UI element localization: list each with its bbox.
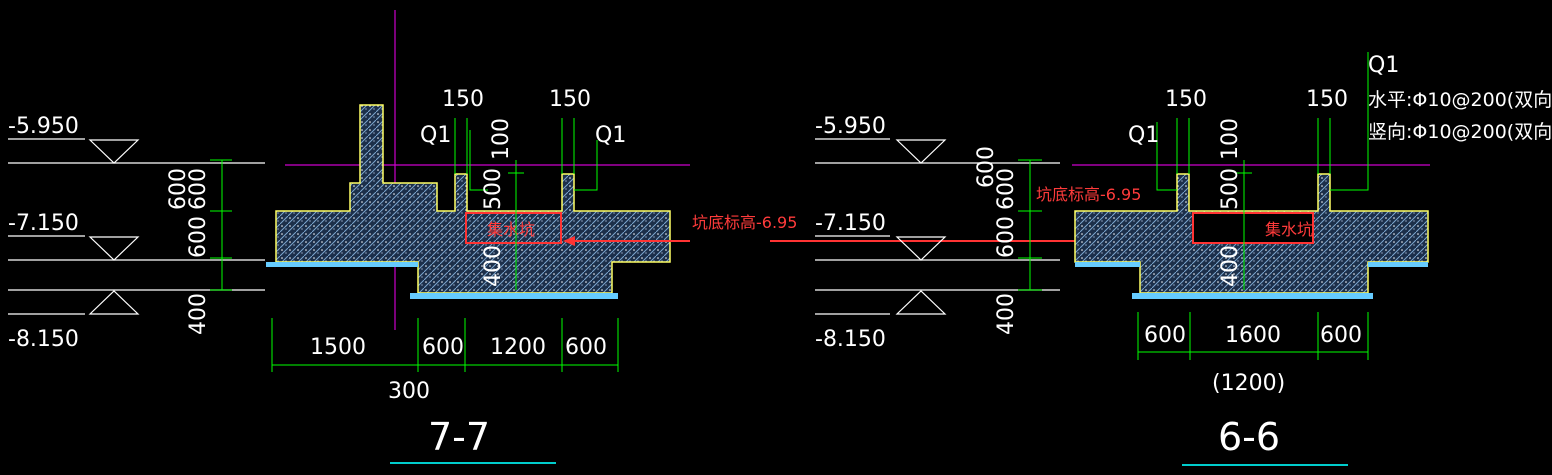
dimension-text: 600	[994, 216, 1019, 258]
wall-label: Q1	[1128, 123, 1159, 148]
dimension-text: 400	[1218, 245, 1243, 287]
dimension-text: 500	[481, 168, 506, 210]
dimension-text: 600	[974, 146, 999, 188]
section-title: 7-7	[428, 415, 490, 459]
dimension-text: 600	[1144, 323, 1186, 348]
elevation-label: -8.150	[815, 327, 886, 352]
wall-dimension-text: 150	[1306, 87, 1348, 112]
cushion-layer	[1075, 262, 1140, 267]
pit-box	[1192, 212, 1314, 244]
pit-label: 集水坑	[1265, 220, 1313, 239]
section-7-7: -5.950 -7.150 -8.150 集水坑	[8, 10, 690, 464]
dimension-text: 1500	[310, 335, 366, 360]
dimension-text: 100	[1218, 118, 1243, 160]
section-title: 6-6	[1218, 415, 1280, 459]
cushion-layer	[266, 262, 418, 267]
wall-label: Q1	[595, 123, 626, 148]
rebar-horizontal-text: 水平:Φ10@200(双向)	[1368, 89, 1552, 111]
dimension-lines	[1018, 52, 1369, 360]
pit-box	[465, 212, 562, 244]
elevation-label: -7.150	[815, 211, 886, 236]
dimension-text: 100	[489, 118, 514, 160]
section-6-6: -5.950 -7.150 -8.150 集水坑	[815, 52, 1552, 466]
pit-bottom-elevation-annotation: 坑底标高-6.95	[1036, 185, 1141, 204]
dimension-text: 400	[481, 245, 506, 287]
elevation-label: -8.150	[8, 327, 79, 352]
cushion-layer	[410, 293, 618, 299]
elevation-label: -5.950	[8, 114, 79, 139]
pit-bottom-elevation-annotation: 坑底标高-6.95	[692, 213, 797, 232]
cushion-layer	[1132, 293, 1373, 299]
dimension-text: 600	[1320, 323, 1362, 348]
elevation-label: -5.950	[815, 114, 886, 139]
dimension-lines	[210, 118, 619, 372]
dimension-text: 300	[388, 379, 430, 404]
wall-label: Q1	[1368, 53, 1399, 78]
elevation-label: -7.150	[8, 211, 79, 236]
rebar-vertical-text: 竖向:Φ10@200(双向)	[1368, 121, 1552, 143]
dimension-text: 600	[186, 216, 211, 258]
dimension-text: 600	[994, 168, 1019, 210]
wall-dimension-text: 150	[549, 87, 591, 112]
dimension-text: 600	[565, 335, 607, 360]
dimension-text: 600	[422, 335, 464, 360]
cushion-layer	[1368, 262, 1428, 267]
dimension-text: 1600	[1225, 323, 1281, 348]
dimension-text: (1200)	[1212, 371, 1285, 396]
dimension-text: 600	[166, 168, 191, 210]
dimension-text: 1200	[490, 335, 546, 360]
wall-dimension-text: 150	[442, 87, 484, 112]
pit-label: 集水坑	[487, 220, 535, 239]
dimension-text: 400	[994, 293, 1019, 335]
dimension-text: 400	[186, 293, 211, 335]
wall-label: Q1	[420, 123, 451, 148]
dimension-text: 500	[1218, 168, 1243, 210]
dimension-text: 600	[186, 168, 211, 210]
wall-dimension-text: 150	[1165, 87, 1207, 112]
